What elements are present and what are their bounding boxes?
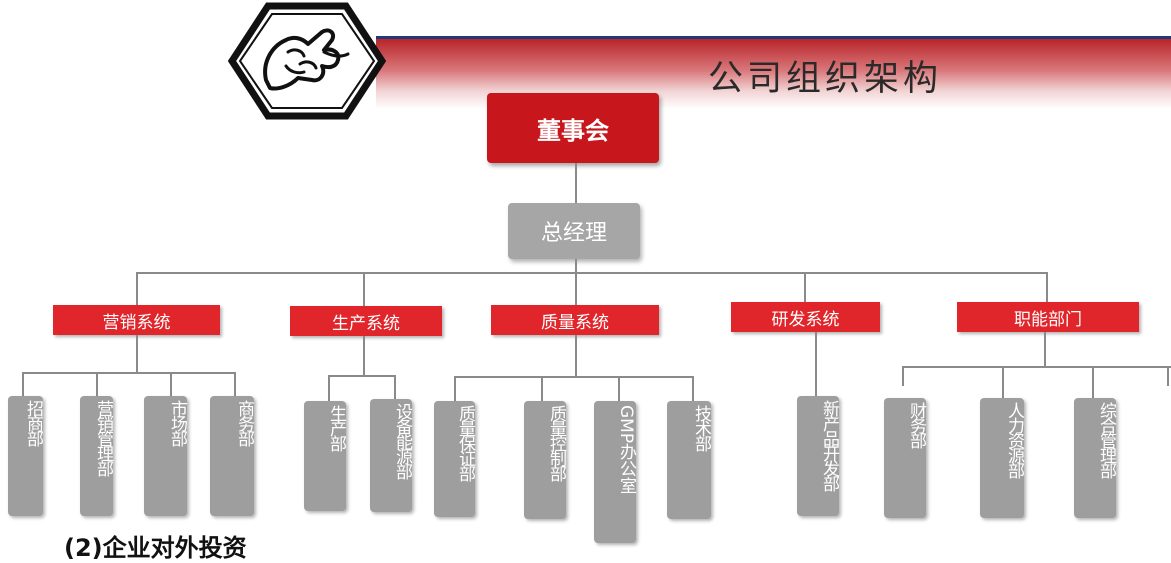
department-box: 质量控制部 [524,401,566,519]
department-box: 设备能源部 [370,399,412,512]
department-box: GMP办公室 [594,401,636,543]
department-label: 新产品开发部 [819,400,839,490]
connector-line [1044,332,1046,367]
connector-line [575,273,577,306]
department-box: 营销管理部 [80,396,113,516]
department-box: 商务部 [210,396,254,516]
department-label: GMP办公室 [616,405,636,495]
system-box-marketing: 营销系统 [53,305,220,335]
connector-line [1046,273,1048,303]
section-heading: (2)企业对外投资 [64,534,247,562]
connector-line [575,163,577,203]
connector-line [328,375,396,377]
department-label: 设备能源部 [392,403,412,478]
connector-line [328,375,330,401]
department-label: 人力资源部 [1004,402,1024,477]
department-label: 生产部 [326,405,346,450]
connector-line [170,372,172,396]
connector-line [541,376,543,401]
board-of-directors-box: 董事会 [487,93,659,163]
department-box: 综合管理部 [1074,398,1116,518]
connector-line [394,375,396,401]
connector-line [363,273,365,308]
department-box: 市场部 [144,396,187,516]
department-box: 财务部 [884,398,926,518]
connector-line [815,332,817,396]
system-box-functional: 职能部门 [957,302,1139,332]
connector-line [1002,366,1004,400]
connector-line [363,336,365,376]
connector-line [575,259,577,273]
department-label: 质量保证部 [455,405,475,480]
connector-line [902,366,904,386]
department-box: 质量保证部 [434,401,475,517]
department-label: 财务部 [906,402,926,447]
hands-clasp-hexagon-icon [228,2,386,120]
system-box-rnd: 研发系统 [731,302,880,332]
department-label: 综合管理部 [1096,402,1116,477]
connector-line [22,372,24,396]
connector-line [454,376,694,378]
department-label: 招商部 [23,400,43,445]
department-label: 营销管理部 [93,400,113,475]
department-box: 招商部 [8,396,43,516]
connector-line [575,335,577,377]
system-box-production: 生产系统 [290,306,442,336]
connector-line [618,376,620,401]
connector-line [234,372,236,396]
department-box: 生产部 [304,401,346,511]
connector-line [1167,366,1169,386]
connector-line [454,376,456,401]
connector-line [22,372,236,374]
connector-line [1092,366,1094,400]
connector-line [692,376,694,401]
system-box-quality: 质量系统 [491,305,659,335]
connector-line [96,372,98,396]
connector-line [136,335,138,373]
connector-line [804,273,806,303]
department-label: 市场部 [167,400,187,445]
department-label: 技术部 [691,405,711,450]
connector-line [902,366,1171,368]
department-box: 技术部 [667,401,711,519]
department-box: 人力资源部 [980,398,1024,518]
department-label: 商务部 [234,400,254,445]
connector-line [136,273,138,307]
department-box: 新产品开发部 [797,396,839,516]
page-title: 公司组织架构 [708,59,943,99]
connector-line [136,272,1048,274]
general-manager-box: 总经理 [508,203,640,259]
department-label: 质量控制部 [546,405,566,480]
